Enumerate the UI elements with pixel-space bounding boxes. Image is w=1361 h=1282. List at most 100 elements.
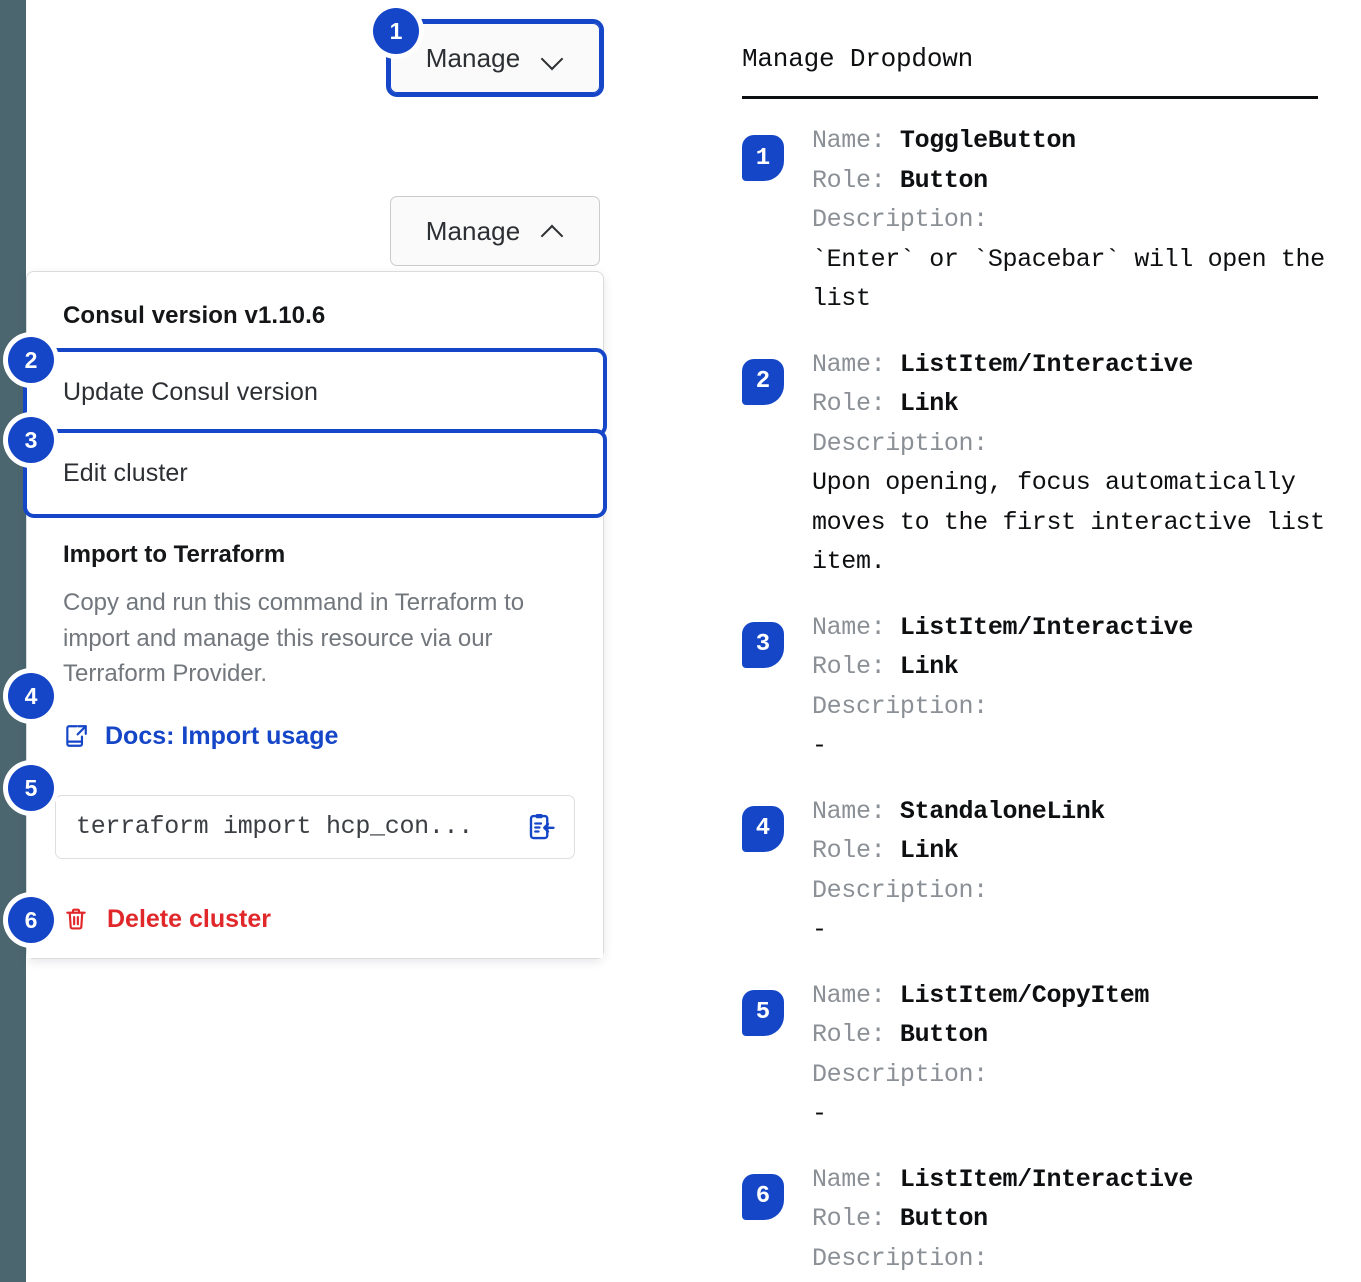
import-to-terraform-title: Import to Terraform	[63, 541, 286, 568]
legend-name: Name: StandaloneLink	[812, 792, 1105, 832]
legend-name-label: Name:	[812, 796, 900, 826]
legend-description-label: Description:	[812, 1059, 988, 1089]
legend-description-label: Description:	[812, 205, 988, 234]
legend-role-label: Role:	[812, 836, 900, 865]
callout-badge-2: 2	[8, 337, 54, 383]
callout-badge-6: 6	[8, 897, 54, 943]
manage-dropdown-panel: Consul version v1.10.6 Update Consul ver…	[23, 271, 607, 959]
legend-description-label: Description:	[812, 691, 988, 721]
manage-toggle-button-open[interactable]: Manage	[390, 196, 600, 266]
legend-role-value: Link	[899, 652, 959, 681]
legend-title: Manage Dropdown	[742, 44, 974, 74]
legend-name-value: ListItem/Interactive	[899, 349, 1193, 379]
legend-description-value: -	[812, 915, 827, 944]
legend-badge-4: 4	[742, 805, 784, 852]
legend-role-label: Role:	[812, 165, 900, 195]
legend-name-label: Name:	[812, 126, 900, 155]
legend-name-label: Name:	[812, 1164, 900, 1194]
legend-description-value: -	[812, 731, 827, 760]
chevron-up-icon	[542, 220, 564, 242]
callout-badge-4: 4	[8, 673, 54, 719]
manage-toggle-label: Manage	[425, 42, 521, 73]
legend-role-label: Role:	[812, 1204, 900, 1233]
terraform-command-field[interactable]: terraform import hcp_con...	[55, 794, 575, 859]
menu-item-update-consul-version[interactable]: Update Consul version	[23, 348, 607, 437]
menu-item-edit-cluster[interactable]: Edit cluster	[23, 429, 607, 518]
legend-role-label: Role:	[812, 652, 900, 681]
legend-name: Name: ListItem/CopyItem	[812, 976, 1149, 1016]
manage-toggle-label-open: Manage	[425, 215, 521, 246]
manage-toggle-button-focused[interactable]: Manage	[386, 19, 604, 97]
menu-divider	[37, 514, 593, 515]
legend-description-label: Description:	[812, 1243, 988, 1273]
legend-name-value: ListItem/Interactive	[899, 1164, 1193, 1194]
legend-name: Name: ListItem/Interactive	[812, 1160, 1342, 1200]
menu-item-docs-import-usage[interactable]: Docs: Import usage	[27, 699, 603, 773]
legend-description-value: Upon opening, focus automatically moves …	[812, 468, 1325, 576]
legend-description: Description:	[812, 871, 1105, 911]
menu-item-delete-cluster[interactable]: Delete cluster	[27, 880, 603, 958]
legend-role-label: Role:	[812, 389, 900, 418]
legend-name-value: ListItem/Interactive	[899, 612, 1193, 642]
docs-import-usage-label: Docs: Import usage	[105, 721, 339, 750]
legend-name: Name: ListItem/Interactive	[812, 608, 1193, 648]
legend-role: Role: Link	[812, 831, 1105, 871]
legend-description: Description:	[812, 687, 1193, 727]
legend-description-label: Description:	[812, 428, 988, 458]
left-edge-strip	[0, 0, 26, 1282]
docs-external-link-icon	[63, 723, 89, 749]
legend-role: Role: Link	[812, 384, 1342, 424]
legend-description: Description:	[812, 424, 1342, 464]
legend-divider	[742, 96, 1318, 99]
legend-description-value: -	[812, 1099, 827, 1128]
legend-description-value: Next tab moves out of the menu and to th…	[812, 1278, 1342, 1282]
legend-name-value: ListItem/CopyItem	[899, 980, 1150, 1010]
legend-badge-1: 1	[742, 135, 784, 181]
legend-name-label: Name:	[812, 612, 900, 642]
legend-name: Name: ToggleButton	[812, 121, 1342, 161]
legend-role-value: Button	[899, 165, 988, 195]
legend-role: Role: Link	[812, 647, 1193, 687]
legend-badge-2: 2	[742, 358, 784, 405]
legend-role-value: Link	[899, 836, 959, 865]
legend-role-value: Button	[899, 1204, 988, 1233]
callout-badge-1: 1	[373, 8, 419, 54]
legend-description: Description:	[812, 200, 1342, 240]
legend-role-label: Role:	[812, 1020, 900, 1049]
legend-badge-6: 6	[742, 1173, 784, 1220]
consul-version-label: Consul version v1.10.6	[63, 302, 326, 329]
legend-name: Name: ListItem/Interactive	[812, 345, 1342, 385]
legend-name-label: Name:	[812, 980, 900, 1010]
delete-cluster-label: Delete cluster	[107, 904, 271, 933]
terraform-command-text: terraform import hcp_con...	[76, 812, 473, 842]
legend-description-label: Description:	[812, 875, 988, 905]
legend-role: Role: Button	[812, 1199, 1342, 1239]
legend-role: Role: Button	[812, 161, 1342, 201]
manage-dropdown-component: Manage Manage Consul version v1.10.6 Upd…	[8, 0, 716, 1282]
import-to-terraform-description: Copy and run this command in Terraform t…	[63, 589, 525, 688]
legend-badge-3: 3	[742, 621, 784, 668]
menu-item-copy-terraform-command[interactable]: terraform import hcp_con...	[27, 772, 603, 881]
legend-role-value: Button	[899, 1020, 988, 1049]
callout-badge-5: 5	[8, 765, 54, 811]
legend-name-value: ToggleButton	[899, 126, 1076, 155]
trash-icon	[63, 906, 89, 932]
chevron-down-icon	[542, 47, 564, 69]
copy-to-clipboard-icon[interactable]	[526, 812, 556, 842]
legend-badge-5: 5	[742, 989, 784, 1036]
legend-name-value: StandaloneLink	[899, 796, 1106, 826]
legend-description-value: `Enter` or `Spacebar` will open the list	[812, 244, 1325, 314]
